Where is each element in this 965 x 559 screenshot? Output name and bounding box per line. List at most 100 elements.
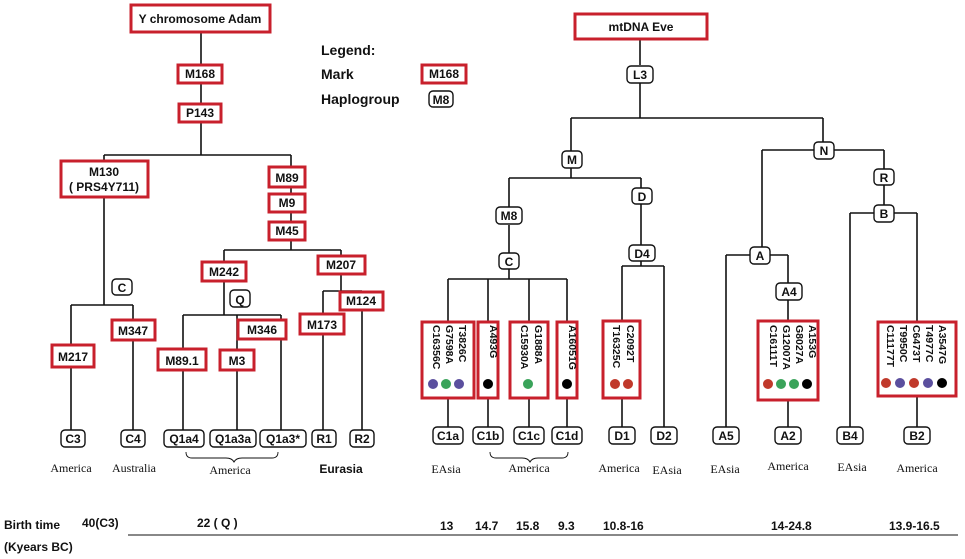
y-haplogroup-labels: C Q C3 C4 Q1a4 Q1a3a Q1a3* R1 R2	[65, 281, 370, 446]
mt-eve-box	[573, 12, 709, 41]
mutation-label: G7598A	[443, 325, 455, 365]
leaf-c1c-box	[513, 426, 545, 445]
bt-c1d: 9.3	[558, 519, 575, 533]
mutation-dot	[623, 379, 633, 389]
m89-label: M89	[275, 171, 299, 185]
leaf-d1-box	[608, 426, 636, 445]
m207-label: M207	[326, 258, 356, 272]
place-easia-d2: EAsia	[652, 463, 682, 477]
m242-box	[200, 260, 248, 283]
hg-a4-box	[775, 282, 803, 301]
m89-box	[267, 165, 307, 189]
y-tree-boxes	[50, 3, 385, 372]
m3-box	[218, 348, 256, 372]
leaf-q1a3star-label: Q1a3*	[266, 432, 300, 446]
place-america-c1: America	[508, 461, 550, 475]
mutation-label: C11177T	[884, 325, 896, 368]
prs4y711-label: ( PRS4Y711)	[69, 180, 139, 194]
y-tree-box-labels: Y chromosome Adam M168 P143 M130 ( PRS4Y…	[58, 12, 376, 368]
leaf-d2-label: D2	[656, 429, 672, 443]
legend-mark-label: Mark	[321, 66, 354, 82]
bt-q: 22 ( Q )	[197, 516, 238, 530]
place-america-a2: America	[767, 459, 809, 473]
leaf-r1-box	[311, 429, 337, 448]
leaf-c3-label: C3	[65, 432, 81, 446]
hg-a4-label: A4	[781, 285, 797, 299]
m45-box	[267, 220, 307, 242]
mutation-label: T16325C	[610, 325, 622, 369]
hg-m-box	[561, 150, 583, 169]
leaf-c1a-label: C1a	[437, 429, 459, 443]
place-america-c3: America	[50, 461, 92, 475]
m168-label: M168	[185, 67, 215, 81]
m9-label: M9	[279, 196, 296, 210]
m3-label: M3	[229, 354, 246, 368]
y-places: America Australia America	[50, 461, 251, 477]
birth-time-row: Birth time (Kyears BC) 40(C3) 22 ( Q ) 1…	[4, 516, 940, 554]
m242-label: M242	[209, 265, 239, 279]
bt-d: 10.8-16	[603, 519, 644, 533]
hg-a-box	[749, 246, 771, 265]
leaf-a5-label: A5	[718, 429, 734, 443]
leaf-q1a3star-box	[259, 429, 307, 448]
hg-m-label: M	[567, 153, 577, 167]
hg-c-box	[111, 278, 133, 296]
mutation-dot	[454, 379, 464, 389]
place-america-q: America	[209, 463, 251, 477]
mutation-dot	[895, 378, 905, 388]
leaf-r1-label: R1	[316, 432, 332, 446]
hg-q-box	[229, 289, 251, 308]
hg-n-box	[813, 141, 835, 160]
leaf-b4-box	[836, 426, 864, 445]
leaf-a2-label: A2	[780, 429, 796, 443]
m347-label: M347	[118, 324, 148, 338]
place-easia-a5: EAsia	[710, 462, 740, 476]
y-adam-box	[129, 3, 272, 34]
mutation-dot	[881, 378, 891, 388]
m346-box	[236, 318, 288, 341]
leaf-c3-box	[60, 429, 86, 448]
leaf-b2-label: B2	[909, 429, 925, 443]
mutation-label: C16356C	[430, 325, 442, 370]
kyears-label: (Kyears BC)	[4, 540, 73, 554]
hg-d4-label: D4	[634, 247, 650, 261]
place-america-b2: America	[896, 461, 938, 475]
hg-b-label: B	[880, 207, 889, 221]
m217-box	[50, 343, 96, 369]
mutation-label: A3547G	[936, 325, 948, 364]
m891-box	[156, 347, 208, 372]
hg-l3-box	[626, 65, 654, 84]
bt-c1a: 13	[440, 519, 454, 533]
m124-box	[338, 290, 385, 312]
m168-box	[176, 63, 224, 85]
p143-box	[177, 102, 223, 124]
mutation-label: C15930A	[518, 325, 530, 370]
bt-c3: 40(C3)	[82, 516, 119, 530]
m346-label: M346	[247, 323, 277, 337]
hg-r-box	[873, 168, 895, 186]
mt-places: EAsia America America EAsia EAsia Americ…	[431, 459, 938, 477]
hg-c-mt-label: C	[505, 255, 514, 269]
mutation-label: A153G	[806, 325, 818, 358]
leaf-d2-box	[650, 426, 678, 445]
legend: Legend: Mark M168 Haplogroup M8	[321, 42, 468, 108]
place-australia: Australia	[112, 461, 157, 475]
m173-label: M173	[307, 318, 337, 332]
hg-l3-label: L3	[633, 68, 647, 82]
leaf-d1-label: D1	[614, 429, 630, 443]
mutation-dot	[523, 379, 533, 389]
leaf-q1a3a-label: Q1a3a	[215, 432, 251, 446]
place-america-d1: America	[598, 461, 640, 475]
leaf-q1a4-label: Q1a4	[169, 432, 199, 446]
mutation-dot	[610, 379, 620, 389]
mutation-dot	[441, 379, 451, 389]
hg-b-box	[873, 204, 895, 223]
leaf-r2-box	[349, 429, 375, 448]
leaf-b4-label: B4	[842, 429, 858, 443]
mut-c1d-box	[555, 320, 579, 400]
legend-mark-box	[420, 63, 468, 85]
leaf-a5-box	[712, 426, 740, 445]
